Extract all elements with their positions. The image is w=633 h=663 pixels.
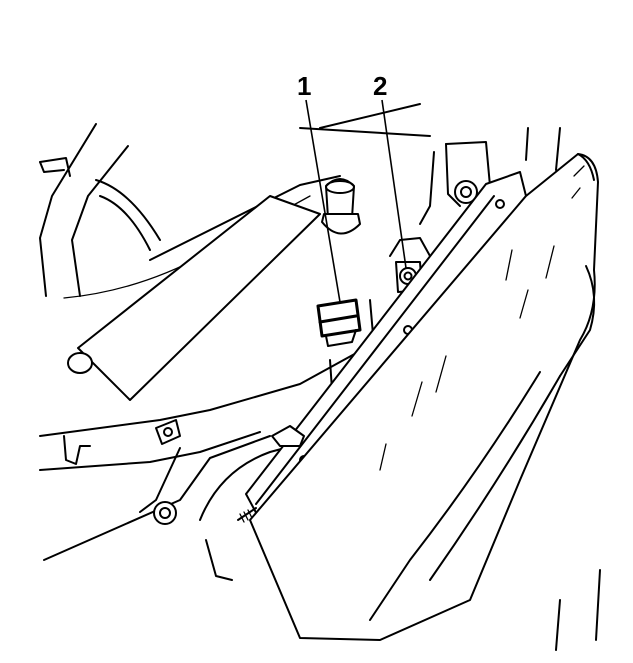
bracket-plate [67, 195, 321, 401]
callout-1: 1 [297, 71, 311, 101]
headlamp-bracket-strip [237, 171, 527, 523]
headlamp-assembly [249, 127, 601, 651]
radiator-support-structure [39, 103, 431, 299]
callout-2: 2 [373, 71, 387, 101]
leader-2 [381, 99, 407, 269]
lower-frame [39, 339, 381, 581]
upper-stud [321, 178, 361, 235]
callout-leaders [305, 99, 407, 303]
retaining-clip [316, 298, 362, 347]
leader-1 [305, 99, 341, 303]
